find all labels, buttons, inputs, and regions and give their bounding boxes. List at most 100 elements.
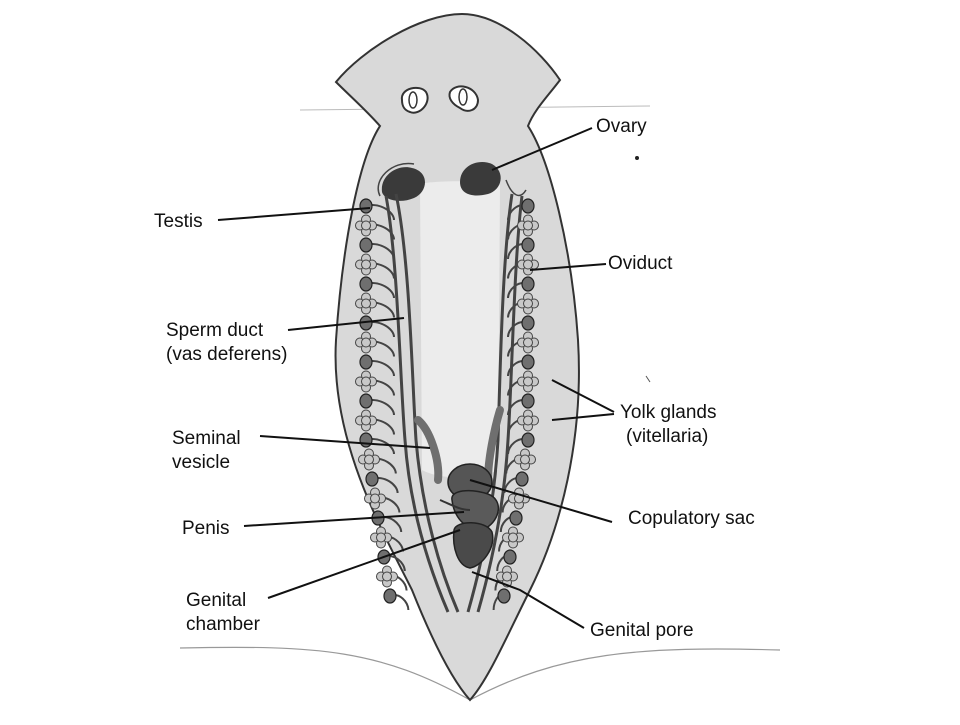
testis-lobe bbox=[521, 198, 535, 214]
yolk-gland-bud bbox=[376, 532, 386, 543]
yolk-gland-lobe bbox=[355, 253, 377, 276]
yolk-gland-lobe bbox=[355, 370, 377, 393]
gut-region bbox=[420, 181, 500, 478]
yolk-gland-bud bbox=[361, 259, 371, 270]
yolk-gland-lobe bbox=[502, 526, 524, 549]
yolk-gland-bud bbox=[361, 376, 371, 387]
label-seminal-vesicle-line2: vesicle bbox=[172, 452, 231, 473]
testis-lobe bbox=[497, 588, 511, 604]
leader-penis bbox=[243, 511, 465, 527]
yolk-gland-lobe bbox=[514, 448, 536, 471]
leader-ovary bbox=[491, 127, 593, 171]
leader-yolk-a bbox=[551, 379, 615, 413]
ovary-right bbox=[460, 162, 501, 196]
testis-lobe bbox=[521, 276, 535, 292]
testis-lobe bbox=[515, 471, 529, 487]
yolk-gland-lobe bbox=[355, 292, 377, 315]
yolk-glands-left bbox=[355, 198, 410, 611]
ovary-left-shell bbox=[377, 162, 415, 197]
testis-lobe bbox=[359, 432, 373, 448]
yolk-gland-bud bbox=[520, 454, 530, 465]
seminal-vesicle-left bbox=[414, 416, 443, 484]
yolk-gland-bud bbox=[370, 493, 380, 504]
testis-lobe bbox=[521, 237, 535, 253]
yolk-gland-lobe bbox=[517, 292, 539, 315]
yolk-glands-right bbox=[492, 198, 539, 611]
yolk-gland-lobe bbox=[517, 331, 539, 354]
yolk-gland-bud bbox=[523, 376, 533, 387]
leader-testis bbox=[217, 207, 371, 221]
testis-lobe bbox=[365, 471, 379, 487]
leader-seminal-vesicle bbox=[259, 435, 431, 449]
leader-genital-pore bbox=[471, 571, 585, 629]
yolk-gland-lobe bbox=[355, 409, 377, 432]
yolk-gland-bud bbox=[523, 298, 533, 309]
testis-lobe bbox=[521, 354, 535, 370]
yolk-gland-lobe bbox=[370, 526, 392, 549]
label-copulatory-sac: Copulatory sac bbox=[628, 508, 755, 529]
duct-right-inner bbox=[466, 193, 514, 613]
testis-lobe bbox=[383, 588, 397, 604]
yolk-gland-bud bbox=[508, 532, 518, 543]
yolk-gland-lobe bbox=[376, 565, 398, 588]
yolk-gland-lobe bbox=[355, 214, 377, 237]
yolk-gland-lobe bbox=[517, 214, 539, 237]
label-genital-pore: Genital pore bbox=[590, 620, 694, 641]
label-penis: Penis bbox=[182, 518, 230, 539]
leader-lines bbox=[217, 127, 615, 629]
yolk-gland-bud bbox=[361, 337, 371, 348]
ovary-left bbox=[381, 167, 425, 201]
yolk-gland-bud bbox=[382, 571, 392, 582]
ovary-right-shell bbox=[505, 179, 527, 197]
right-eye-spot bbox=[458, 88, 468, 106]
yolk-gland-lobe bbox=[508, 487, 530, 510]
yolk-gland-lobe bbox=[517, 370, 539, 393]
leader-yolk-b bbox=[551, 413, 615, 421]
speck bbox=[635, 156, 639, 160]
yolk-gland-bud bbox=[361, 415, 371, 426]
testis-lobe bbox=[509, 510, 523, 526]
yolk-gland-bud bbox=[523, 259, 533, 270]
yolk-gland-bud bbox=[361, 220, 371, 231]
leader-copulatory-sac bbox=[469, 479, 613, 523]
duct-left-outer bbox=[384, 195, 450, 613]
label-oviduct: Oviduct bbox=[608, 253, 673, 274]
yolk-gland-bud bbox=[523, 220, 533, 231]
testis-lobe bbox=[503, 549, 517, 565]
yolk-gland-lobe bbox=[364, 487, 386, 510]
yolk-gland-lobe bbox=[358, 448, 380, 471]
duct-left-inner bbox=[394, 193, 460, 613]
left-eye-spot bbox=[408, 91, 418, 109]
yolk-gland-bud bbox=[523, 415, 533, 426]
yolk-gland-bud bbox=[364, 454, 374, 465]
label-seminal-vesicle-line1: Seminal bbox=[172, 428, 241, 449]
yolk-gland-bud bbox=[523, 337, 533, 348]
label-sperm-duct-line2: (vas deferens) bbox=[166, 344, 288, 365]
testis-lobe bbox=[359, 198, 373, 214]
yolk-gland-lobe bbox=[517, 409, 539, 432]
genital-chamber-shape bbox=[452, 522, 494, 569]
duct-right-outer bbox=[476, 195, 524, 613]
penis-duct bbox=[439, 499, 471, 511]
label-sperm-duct-line1: Sperm duct bbox=[166, 320, 264, 341]
testis-lobe bbox=[359, 354, 373, 370]
testis-lobe bbox=[521, 315, 535, 331]
speck-tick bbox=[645, 375, 651, 383]
yolk-gland-lobe bbox=[355, 331, 377, 354]
leader-genital-chamber bbox=[267, 529, 461, 599]
testis-lobe bbox=[359, 276, 373, 292]
label-genital-chamber-line2: chamber bbox=[186, 614, 260, 635]
leader-sperm-duct bbox=[287, 317, 405, 331]
testis-lobe bbox=[359, 393, 373, 409]
yolk-gland-bud bbox=[361, 298, 371, 309]
label-genital-chamber-line1: Genital bbox=[186, 590, 247, 611]
label-ovary: Ovary bbox=[596, 116, 647, 137]
testis-lobe bbox=[521, 432, 535, 448]
label-yolk-glands-line1: Yolk glands bbox=[620, 402, 717, 423]
yolk-gland-bud bbox=[502, 571, 512, 582]
leader-oviduct bbox=[529, 263, 607, 271]
testis-lobe bbox=[521, 393, 535, 409]
label-yolk-glands-line2: (vitellaria) bbox=[626, 426, 709, 447]
